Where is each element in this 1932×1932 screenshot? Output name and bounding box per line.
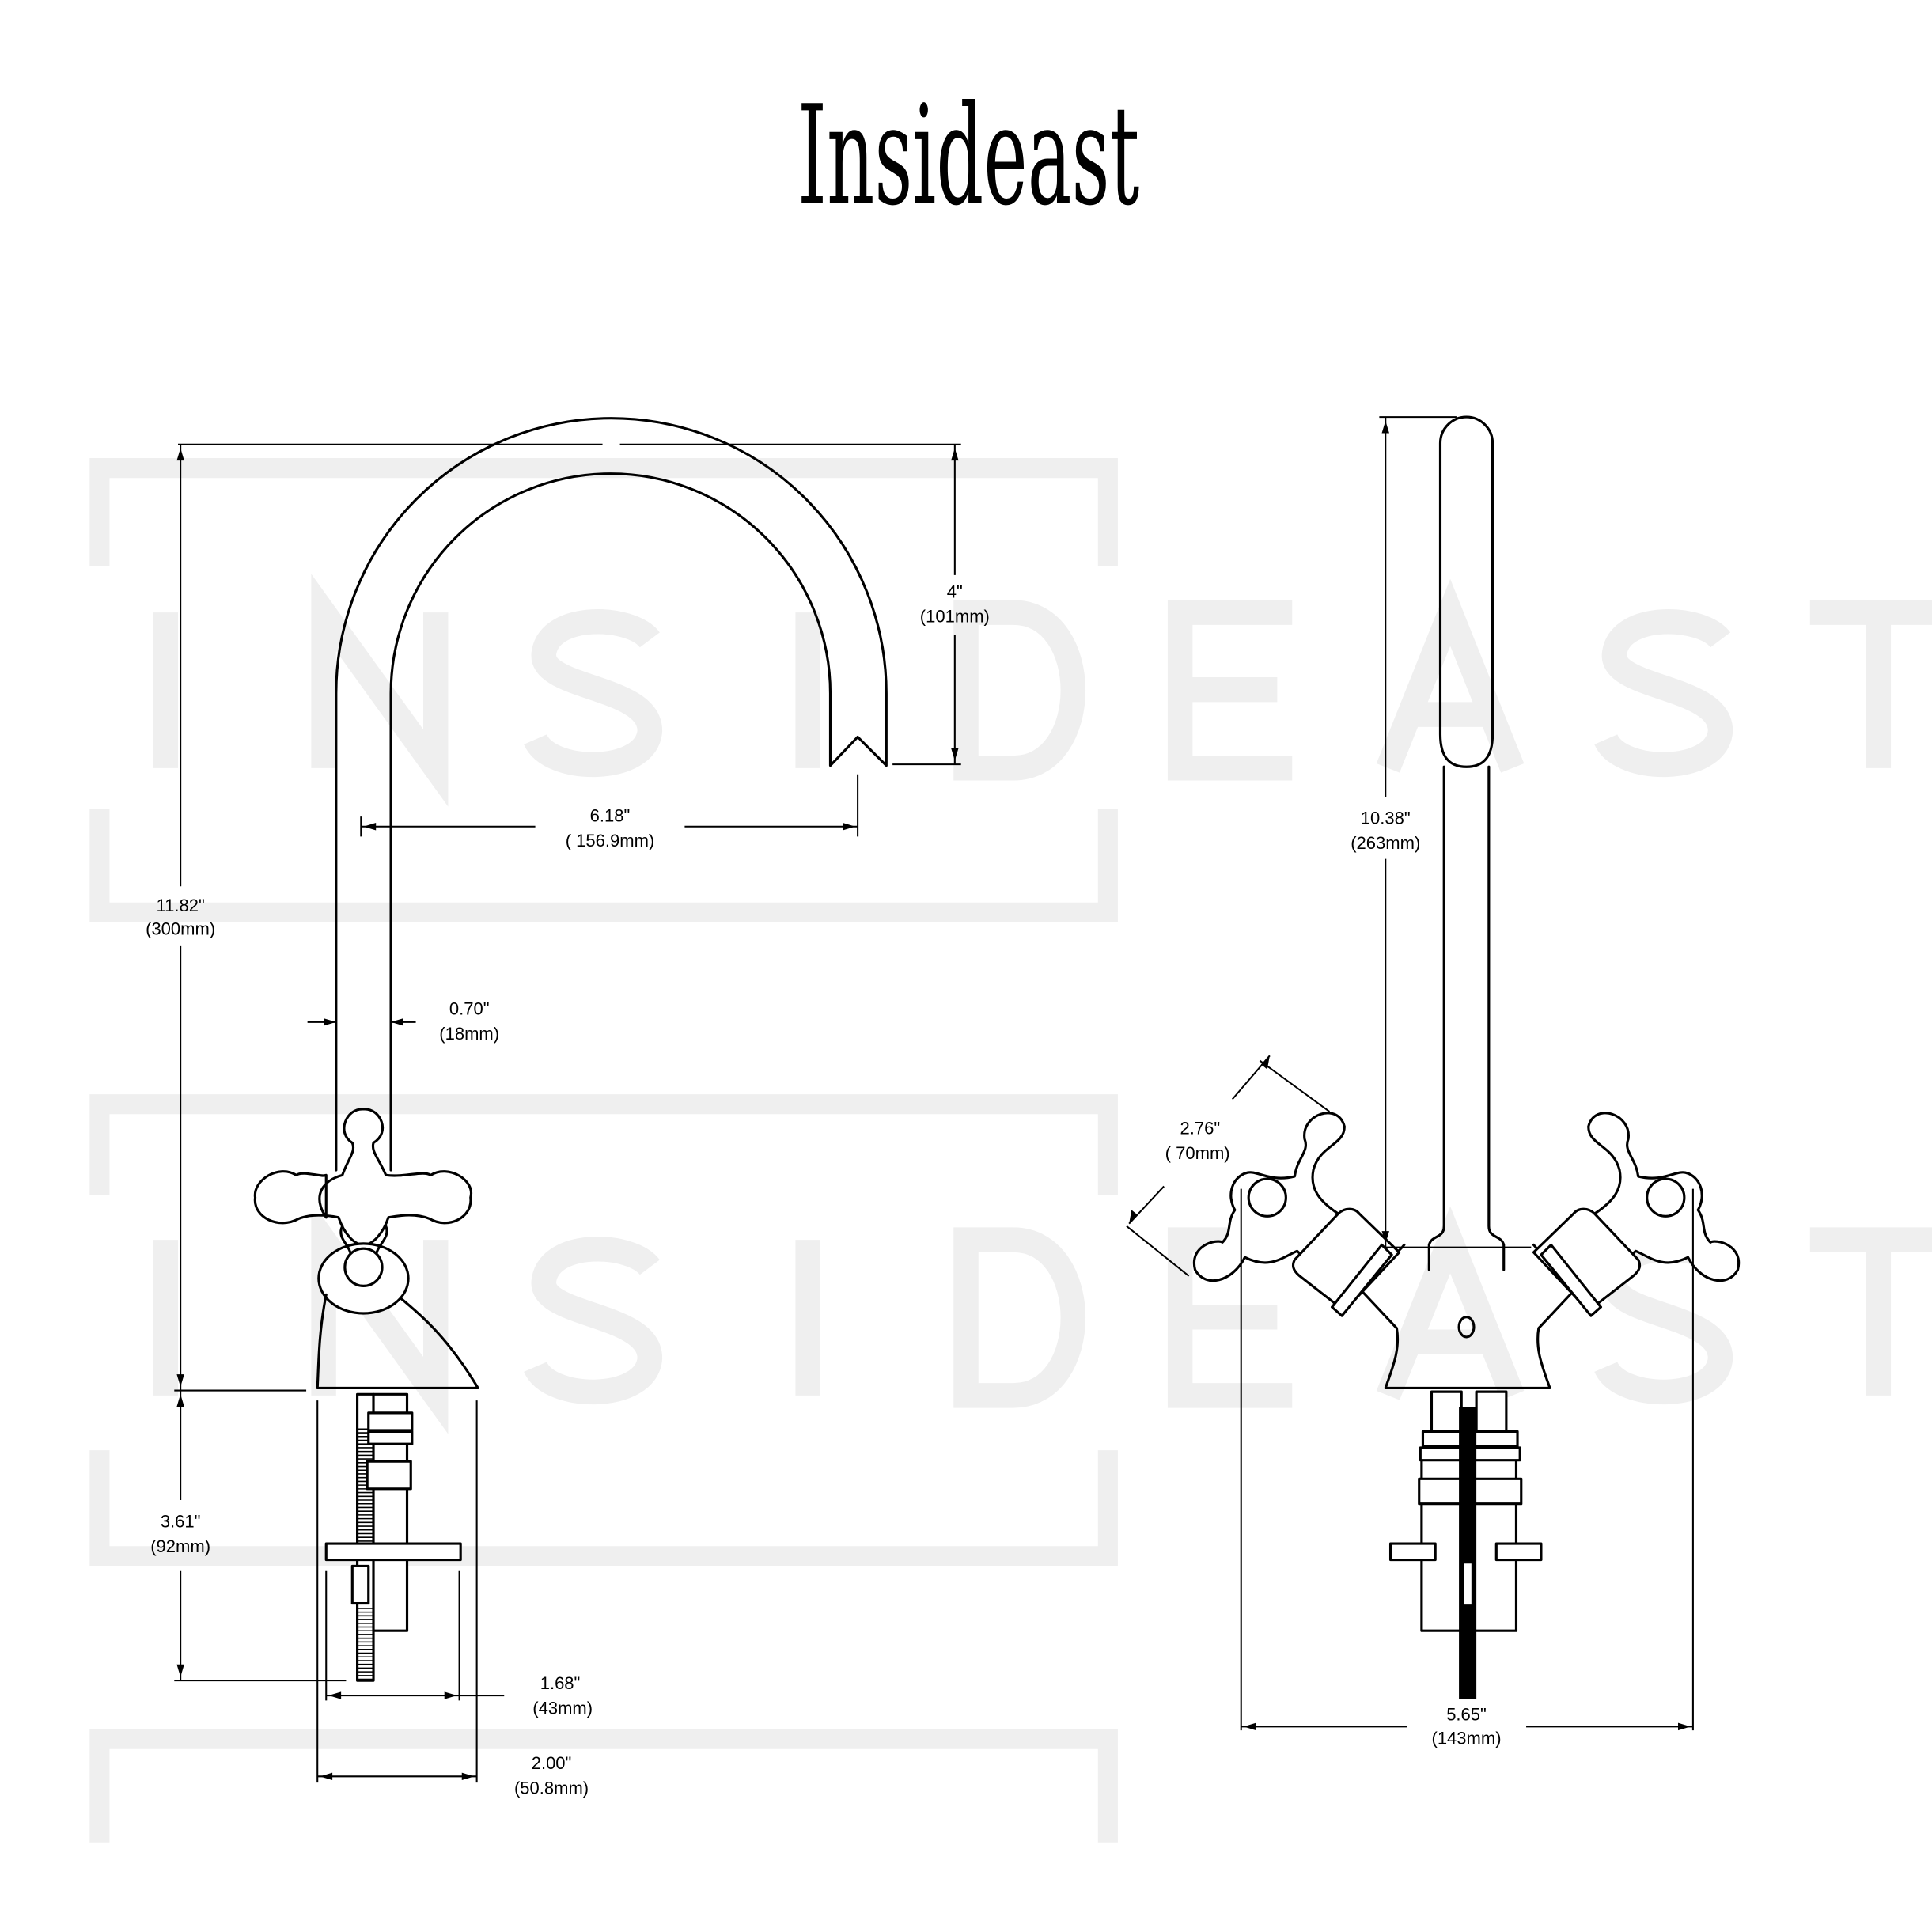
dim-height-mm: (300mm): [146, 919, 215, 939]
left-handle: [1192, 1112, 1401, 1317]
brand-logo: Insideast: [797, 75, 1139, 236]
spout-front: [1438, 415, 1494, 768]
watermark-letter-s: [524, 1237, 663, 1405]
handle-cross: [253, 1108, 473, 1315]
side-view-dimension-lines: [174, 443, 961, 1783]
dim-shank-mm: (92mm): [150, 1536, 210, 1556]
dim-width-mm: (143mm): [1431, 1728, 1501, 1748]
dim-plate-mm: (43mm): [532, 1699, 593, 1718]
watermark-letter-t: [1809, 600, 1932, 768]
dim-drop-mm: (101mm): [920, 607, 990, 627]
watermark-letter-t: [1809, 1227, 1932, 1396]
dim-spout-height-in: 10.38": [1361, 809, 1411, 828]
watermark-letter-d: [953, 600, 1086, 781]
dim-base-mm: (50.8mm): [514, 1778, 589, 1798]
faucet-body: [316, 1293, 479, 1389]
dim-reach-mm: ( 156.9mm): [566, 831, 655, 850]
watermark-letter-n: [311, 1201, 449, 1434]
dim-height-in: 11.82": [157, 896, 205, 915]
side-view-faucet: 11.82" (300mm) 4" (101mm) 6.18" ( 156.9m…: [146, 417, 990, 1798]
front-view-faucet: 10.38" (263mm) 2.76" ( 70mm) 5.65" (143m…: [1126, 415, 1741, 1748]
watermark-letter-a: [1376, 1206, 1525, 1400]
right-handle: [1532, 1112, 1741, 1317]
dim-reach-in: 6.18": [590, 805, 631, 825]
front-view-dimension-lines: [1126, 416, 1694, 1731]
watermark-letter-d: [953, 1227, 1086, 1408]
handles: [1192, 1112, 1741, 1317]
front-view-dimension-labels: 10.38" (263mm) 2.76" ( 70mm) 5.65" (143m…: [1165, 809, 1502, 1748]
dim-width-in: 5.65": [1446, 1705, 1487, 1725]
dim-plate-in: 1.68": [540, 1673, 581, 1693]
watermark-letter-s: [524, 609, 663, 778]
dim-drop-in: 4": [947, 581, 963, 601]
dim-shank-in: 3.61": [161, 1512, 201, 1532]
watermark-letter-row: [153, 574, 1932, 807]
watermark: [89, 458, 1932, 1843]
dim-handle-span-in: 2.76": [1180, 1118, 1220, 1138]
watermark-letter-n: [311, 574, 449, 807]
dim-handle-span-mm: ( 70mm): [1165, 1143, 1230, 1163]
side-view-dimension-labels: 11.82" (300mm) 4" (101mm) 6.18" ( 156.9m…: [146, 581, 990, 1798]
dim-diameter-in: 0.70": [449, 998, 490, 1018]
dim-diameter-mm: (18mm): [439, 1024, 499, 1044]
watermark-letter-e: [1167, 600, 1293, 781]
front-shank-assembly: [1388, 1390, 1543, 1699]
dim-base-in: 2.00": [532, 1753, 572, 1773]
dim-spout-height-mm: (263mm): [1351, 833, 1420, 853]
spout-outer: [335, 417, 888, 1172]
watermark-letter-s: [1594, 609, 1733, 778]
shank-assembly: [324, 1392, 462, 1682]
